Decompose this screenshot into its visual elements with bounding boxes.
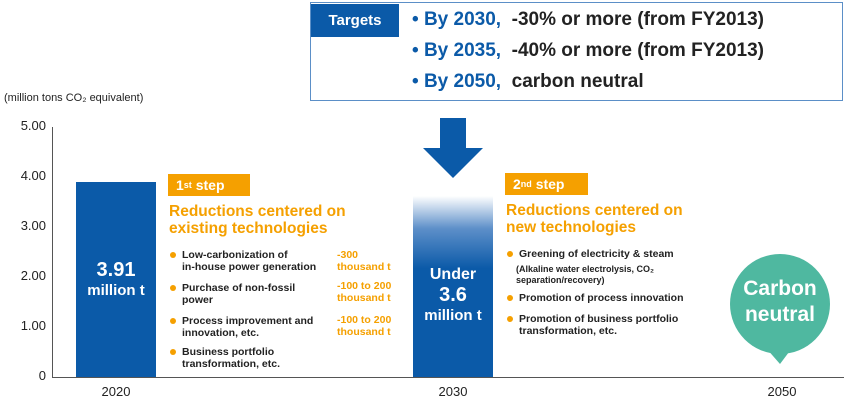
targets-box <box>310 2 843 101</box>
targets-label: Targets <box>311 4 399 37</box>
note-line: (Alkaline water electrolysis, CO₂ <box>516 264 655 274</box>
speech-bubble-shape <box>730 254 830 364</box>
y-tick: 2.00 <box>20 268 46 283</box>
amount-line: -300 <box>337 249 359 261</box>
y-tick: 4.00 <box>20 168 46 183</box>
heading-line: new technologies <box>506 219 637 236</box>
amount-line: -100 to 200 <box>337 280 392 292</box>
x-label-2030: 2030 <box>438 384 468 399</box>
x-label-2050: 2050 <box>767 384 797 399</box>
heading-line: existing technologies <box>169 220 328 237</box>
bar-value: 3.6 <box>439 283 467 306</box>
bar-unit: million t <box>424 306 482 324</box>
target-text: -30% or more (from FY2013) <box>511 9 764 30</box>
target-2035: • By 2035, -40% or more (from FY2013) <box>412 40 764 61</box>
step-num: 1 <box>176 177 184 193</box>
item-line: power <box>182 294 213 306</box>
x-label-2020: 2020 <box>101 384 131 399</box>
y-tick: 3.00 <box>20 218 46 233</box>
bar-2020: 3.91 million t <box>76 181 156 377</box>
target-2050: • By 2050, carbon neutral <box>412 71 644 92</box>
step2-item: Greening of electricity & steam <box>507 248 674 260</box>
item-line: Promotion of business portfolio <box>519 313 679 325</box>
bubble-line: Carbon <box>743 277 817 300</box>
carbon-neutral-label: Carbon neutral <box>728 276 832 328</box>
item-line: Greening of electricity & steam <box>519 248 674 260</box>
bar-unit: million t <box>87 282 145 300</box>
y-tick: 0 <box>38 368 46 383</box>
item-line: Promotion of process innovation <box>519 292 684 304</box>
heading-line: Reductions centered on <box>506 202 683 219</box>
amount-line: thousand t <box>337 326 391 338</box>
item-line: Purchase of non-fossil <box>182 282 296 294</box>
bar-2030: Under 3.6 million t <box>413 196 493 377</box>
target-2030: • By 2030, -30% or more (from FY2013) <box>412 9 764 30</box>
item-line: transformation, etc. <box>519 325 618 337</box>
amount-line: thousand t <box>337 261 391 273</box>
down-arrow-icon <box>423 118 483 178</box>
step2-item: Promotion of process innovation <box>507 292 684 304</box>
item-line: in-house power generation <box>182 261 317 273</box>
target-text: -40% or more (from FY2013) <box>511 40 764 61</box>
y-axis <box>52 127 53 378</box>
step-sup: st <box>183 180 192 190</box>
bar-prefix: Under <box>429 265 477 283</box>
amount-line: -100 to 200 <box>337 314 392 326</box>
item-line: Process improvement and <box>182 315 314 327</box>
target-year: By 2050, <box>423 71 502 92</box>
item-line: Business portfolio <box>182 346 275 358</box>
step-num: 2 <box>513 176 521 192</box>
item-line: innovation, etc. <box>182 327 260 339</box>
note-line: separation/recovery) <box>516 275 605 285</box>
target-text: carbon neutral <box>511 71 644 92</box>
y-tick: 5.00 <box>20 118 46 133</box>
item-line: transformation, etc. <box>182 358 281 370</box>
amount-line: thousand t <box>337 292 391 304</box>
item-line: Low-carbonization of <box>182 249 288 261</box>
x-axis <box>52 377 844 378</box>
target-year: By 2035, <box>423 40 502 61</box>
step-sup: nd <box>520 179 532 189</box>
step-word: step <box>195 177 225 193</box>
step-word: step <box>535 176 565 192</box>
target-year: By 2030, <box>423 9 502 30</box>
heading-line: Reductions centered on <box>169 203 346 220</box>
bar-value: 3.91 <box>96 259 136 282</box>
y-tick: 1.00 <box>20 318 46 333</box>
unit-label: (million tons CO₂ equivalent) <box>4 92 144 104</box>
bubble-line: neutral <box>744 303 815 326</box>
